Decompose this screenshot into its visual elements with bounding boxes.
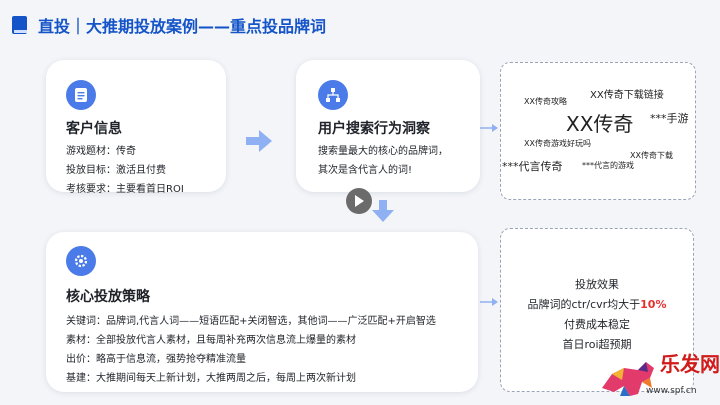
play-button[interactable] [346, 188, 372, 214]
keyword: ***代言传奇 [502, 160, 563, 173]
customer-info-line: 考核要求：主要看首日ROI [66, 184, 184, 195]
keyword: XX传奇攻略 [524, 97, 567, 106]
title-bar: 直投｜大推期投放案例——重点投品牌词 [10, 12, 326, 38]
result-ctr-value: 10% [640, 298, 667, 311]
right-arrow-icon [246, 130, 272, 152]
keyword: XX传奇 [566, 112, 634, 136]
play-icon [355, 195, 364, 207]
keyword: ***手游 [650, 112, 689, 125]
core-strategy-heading: 核心投放策略 [66, 289, 150, 305]
down-arrow-icon [372, 200, 394, 222]
keyword: XX传奇下载 [630, 151, 673, 160]
search-insight-heading: 用户搜索行为洞察 [318, 121, 430, 137]
document-icon [66, 80, 96, 110]
keyword: XX传奇下载链接 [590, 90, 664, 101]
result-ctr-label: 品牌词的ctr/cvr均大于 [527, 298, 641, 311]
book-icon [12, 16, 27, 34]
search-insight-line: 搜索量最大的核心的品牌词， [318, 146, 448, 157]
keyword: ***代言的游戏 [582, 161, 634, 170]
right-arrow-icon [480, 298, 498, 306]
keyword-cloud-box [500, 62, 696, 200]
page-title: 直投｜大推期投放案例——重点投品牌词 [38, 17, 327, 36]
result-box [500, 228, 694, 392]
hierarchy-icon [318, 80, 348, 110]
watermark-name: 乐发网 [660, 352, 720, 376]
strategy-line: 素材：全部投放代言人素材，且每周补充两次信息流上爆量的素材 [66, 335, 356, 346]
customer-info-line: 游戏题材：传奇 [66, 146, 136, 157]
strategy-line: 基建：大推期间每天上新计划，大推两周之后，每周上两次新计划 [66, 373, 356, 384]
strategy-line: 关键词：品牌词,代言人词——短语匹配+关闭智选，其他词——广泛匹配+开启智选 [66, 316, 436, 327]
result-ctr-line: 品牌词的ctr/cvr均大于10% [500, 296, 694, 312]
result-roi-line: 首日roi超预期 [562, 338, 632, 351]
right-arrow-icon [480, 124, 498, 132]
core-strategy-card [46, 232, 478, 392]
strategy-line: 出价：略高于信息流，强势抢夺精准流量 [66, 354, 246, 365]
customer-info-line: 投放目标：激活且付费 [66, 165, 166, 176]
colorful-horse-logo [602, 362, 654, 396]
keyword: XX传奇游戏好玩吗 [524, 139, 591, 148]
gear-icon [66, 246, 96, 276]
result-heading: 投放效果 [575, 278, 619, 291]
search-insight-line: 其次是含代言人的词! [318, 165, 413, 176]
result-cost-line: 付费成本稳定 [564, 318, 630, 331]
watermark-url: www.spf.cn [646, 386, 697, 396]
customer-info-heading: 客户信息 [66, 121, 122, 137]
